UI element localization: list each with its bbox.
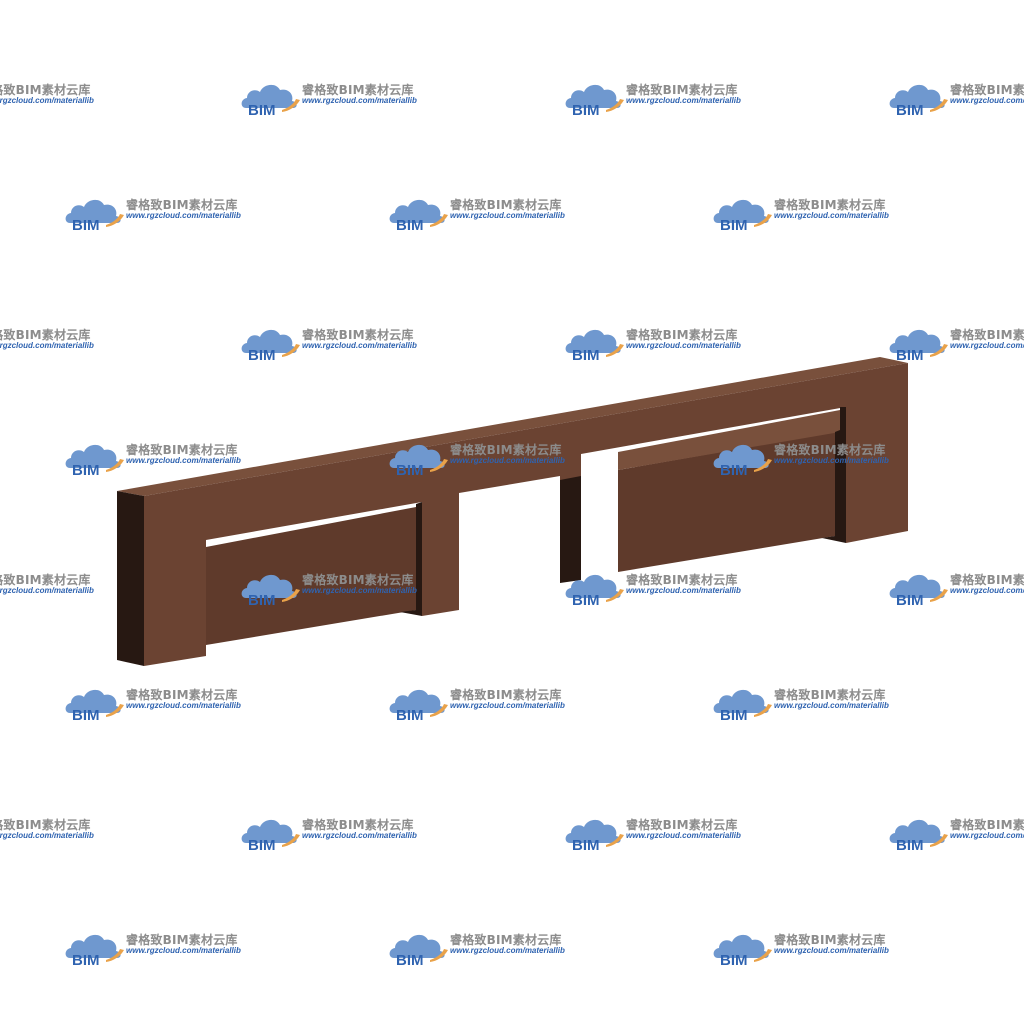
beam-front-face (144, 363, 908, 666)
left-recess-shadow (400, 502, 422, 616)
opening-jamb-shadow (560, 476, 581, 583)
right-recess-upper (618, 410, 840, 470)
beam-top-face (117, 357, 908, 496)
right-recess-shadow (822, 407, 846, 543)
left-recess-panel (206, 507, 416, 645)
beam-left-end-face (117, 491, 144, 666)
right-recess-panel (618, 432, 835, 572)
